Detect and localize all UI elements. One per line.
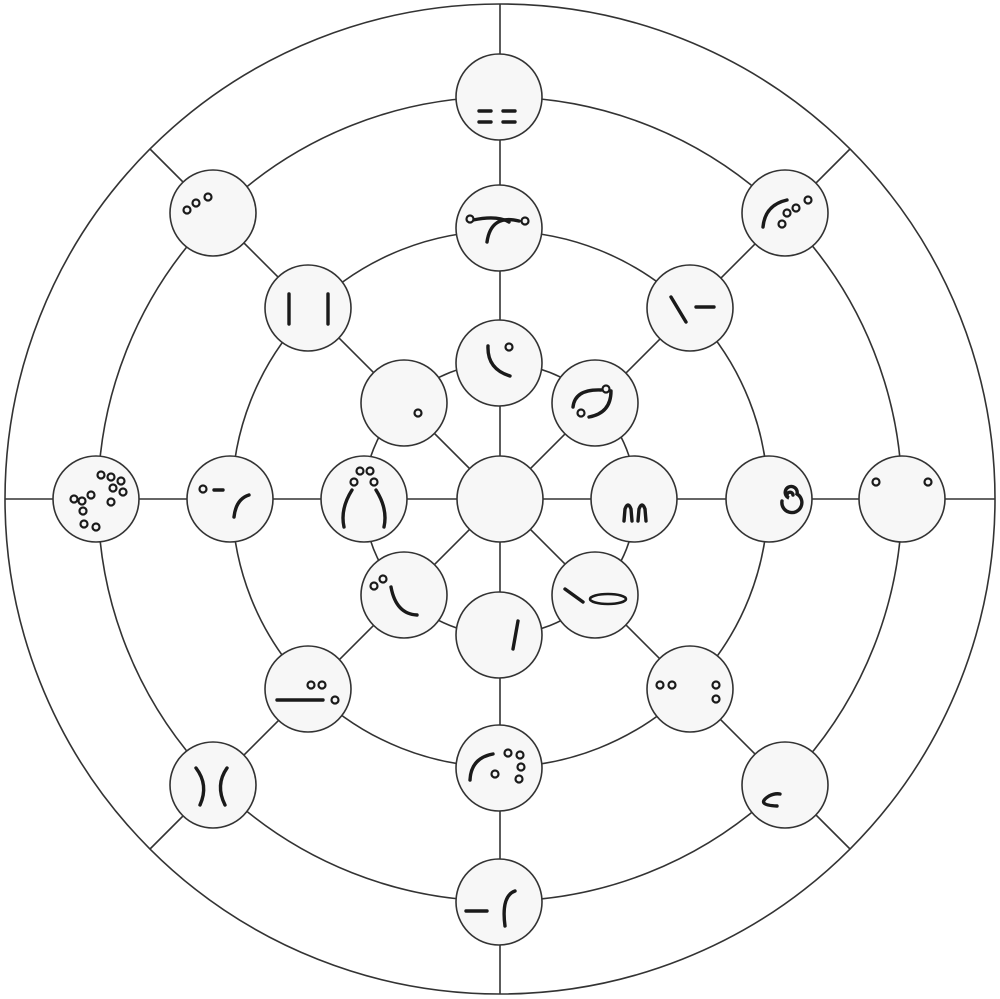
arc-with-dots-glyph [468, 748, 526, 784]
line-with-dots-glyph [275, 680, 340, 705]
single-dot-glyph [413, 408, 423, 418]
node-center[interactable] [456, 455, 544, 543]
dash-and-paren-glyph [464, 889, 517, 928]
node-r2-s[interactable] [455, 724, 543, 812]
slash-and-ellipse-glyph [563, 587, 628, 606]
back-to-back-parens-glyph [194, 766, 229, 807]
nodes [52, 53, 946, 946]
node-r1-s[interactable] [455, 591, 543, 679]
dot-cluster-glyph [69, 470, 128, 532]
node-r2-nw[interactable] [264, 264, 352, 352]
node-r1-w[interactable] [320, 455, 408, 543]
dot-groups-glyph [655, 680, 721, 704]
node-r2-ne[interactable] [646, 264, 734, 352]
node-r3-ne[interactable] [741, 169, 829, 257]
node-r1-nw[interactable] [360, 359, 448, 447]
node-r3-w[interactable] [52, 455, 140, 543]
node-r1-sw[interactable] [360, 551, 448, 639]
node-r3-n[interactable] [455, 53, 543, 141]
parens-with-dots-glyph [341, 466, 387, 529]
backslash-dash-glyph [669, 295, 716, 324]
node-r3-s[interactable] [455, 858, 543, 946]
small-loop-glyph [761, 792, 782, 808]
dash-and-arc-glyph [198, 484, 251, 519]
two-loops-glyph [622, 503, 648, 523]
node-r3-e[interactable] [858, 455, 946, 543]
node-r1-se[interactable] [551, 551, 639, 639]
double-arc-with-dots-glyph [571, 384, 613, 419]
arc-three-dots-glyph [761, 195, 813, 229]
hook-with-dot-glyph [486, 342, 514, 378]
node-r2-n[interactable] [455, 184, 543, 272]
node-r3-sw[interactable] [169, 741, 257, 829]
dots-and-curve-glyph [369, 574, 419, 617]
three-dots-glyph [182, 192, 213, 215]
double-dash-glyph [477, 109, 517, 124]
two-dots-glyph [871, 477, 933, 487]
node-r3-nw[interactable] [169, 169, 257, 257]
ring-outer [4, 3, 996, 995]
two-bars-glyph [287, 292, 330, 326]
node-r1-ne[interactable] [551, 359, 639, 447]
node-r2-w[interactable] [186, 455, 274, 543]
node-r1-e[interactable] [590, 455, 678, 543]
node-r1-n[interactable] [455, 319, 543, 407]
node-r2-sw[interactable] [264, 645, 352, 733]
spiral-glyph [780, 484, 804, 515]
node-r3-se[interactable] [741, 741, 829, 829]
node-r2-se[interactable] [646, 645, 734, 733]
node-r2-e[interactable] [725, 455, 813, 543]
crossed-arc-glyph [465, 214, 530, 244]
slash-glyph [511, 619, 520, 651]
